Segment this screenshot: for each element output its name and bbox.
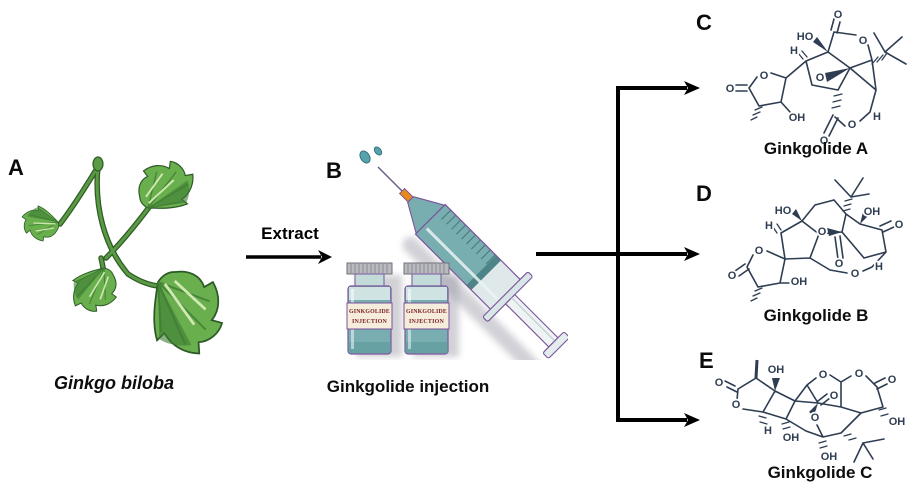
atom-label: OH: [789, 112, 806, 124]
ginkgolide-injection-illustration: GINKGOLIDE INJECTION GINKGOLIDE INJECTIO…: [346, 146, 568, 360]
atom-label: O: [818, 226, 827, 238]
atom-label: H: [764, 425, 772, 437]
caption-ginkgolide-injection: Ginkgolide injection: [326, 377, 490, 396]
barrel-highlight: [425, 227, 499, 301]
atom-label: O: [895, 219, 904, 231]
plunger-seal: [466, 255, 502, 291]
atom-label: O: [816, 72, 825, 84]
syringe-barrel-glass: [469, 258, 522, 311]
caption-ginkgolide-a: Ginkgolide A: [763, 139, 869, 158]
atom-label: HO: [797, 31, 814, 43]
atom-label: O: [732, 399, 741, 411]
atom-label: H: [873, 111, 881, 123]
arrowhead-to-d: [684, 247, 700, 261]
atom-label: O: [755, 245, 764, 257]
atom-label: O: [888, 374, 897, 386]
atom-label: O: [728, 270, 737, 282]
atom-label: OH: [783, 432, 800, 444]
atom-label: O: [855, 368, 864, 380]
vial-label-line1: GINKGOLIDE: [406, 308, 447, 315]
atom-label: O: [830, 390, 839, 402]
vial-headspace: [406, 287, 447, 300]
atom-label: O: [848, 119, 857, 131]
extract-arrowhead: [318, 250, 332, 264]
vial-label-line2: INJECTION: [352, 318, 387, 325]
vial-label: [403, 302, 450, 330]
vial-label-line1: GINKGOLIDE: [349, 308, 390, 315]
atom-label: H: [765, 220, 773, 232]
atom-label: HO: [775, 205, 792, 217]
vial-headspace: [349, 287, 390, 300]
vial-label: [346, 302, 393, 330]
caption-ginkgolide-c: Ginkgolide C: [767, 463, 873, 482]
atom-label: OH: [768, 364, 785, 376]
vial-icon: GINKGOLIDE INJECTION: [403, 262, 459, 357]
panel-label-c: C: [696, 10, 712, 35]
vial-icon: GINKGOLIDE INJECTION: [346, 262, 402, 357]
caption-ginkgolide-b: Ginkgolide B: [763, 306, 869, 325]
atom-label: O: [851, 268, 860, 280]
atom-label: O: [859, 35, 868, 47]
atom-label: O: [834, 9, 843, 21]
atom-label: O: [819, 369, 828, 381]
atom-label: H: [875, 261, 883, 273]
panel-label-d: D: [696, 181, 712, 206]
ginkgo-leaves-illustration: [18, 147, 240, 370]
needle-icon: [377, 166, 403, 192]
atom-label: OH: [864, 206, 881, 218]
atom-label: OH: [889, 416, 906, 428]
atom-label: OH: [821, 451, 838, 463]
vial-label-line2: INJECTION: [409, 318, 444, 325]
atom-label: O: [760, 70, 769, 82]
panel-label-a: A: [8, 155, 24, 180]
arrowhead-to-c: [684, 81, 700, 95]
droplets-icon: [359, 146, 383, 164]
graduation-ticks: [441, 209, 496, 265]
panel-label-e: E: [699, 348, 714, 373]
caption-ginkgo-biloba: Ginkgo biloba: [54, 373, 174, 393]
atom-label: O: [811, 412, 820, 424]
arrowhead-to-e: [684, 413, 700, 427]
extract-label: Extract: [261, 224, 319, 243]
atom-label: O: [715, 377, 724, 389]
thumb-rest: [543, 332, 568, 359]
atom-label: O: [726, 83, 735, 95]
atom-label: H: [790, 45, 798, 57]
panel-label-b: B: [326, 158, 342, 183]
atom-label: O: [835, 258, 844, 270]
atom-label: OH: [791, 276, 808, 288]
branch-arrows: [536, 86, 687, 422]
atom-label: O: [820, 135, 829, 147]
stem-bulb: [92, 156, 104, 172]
